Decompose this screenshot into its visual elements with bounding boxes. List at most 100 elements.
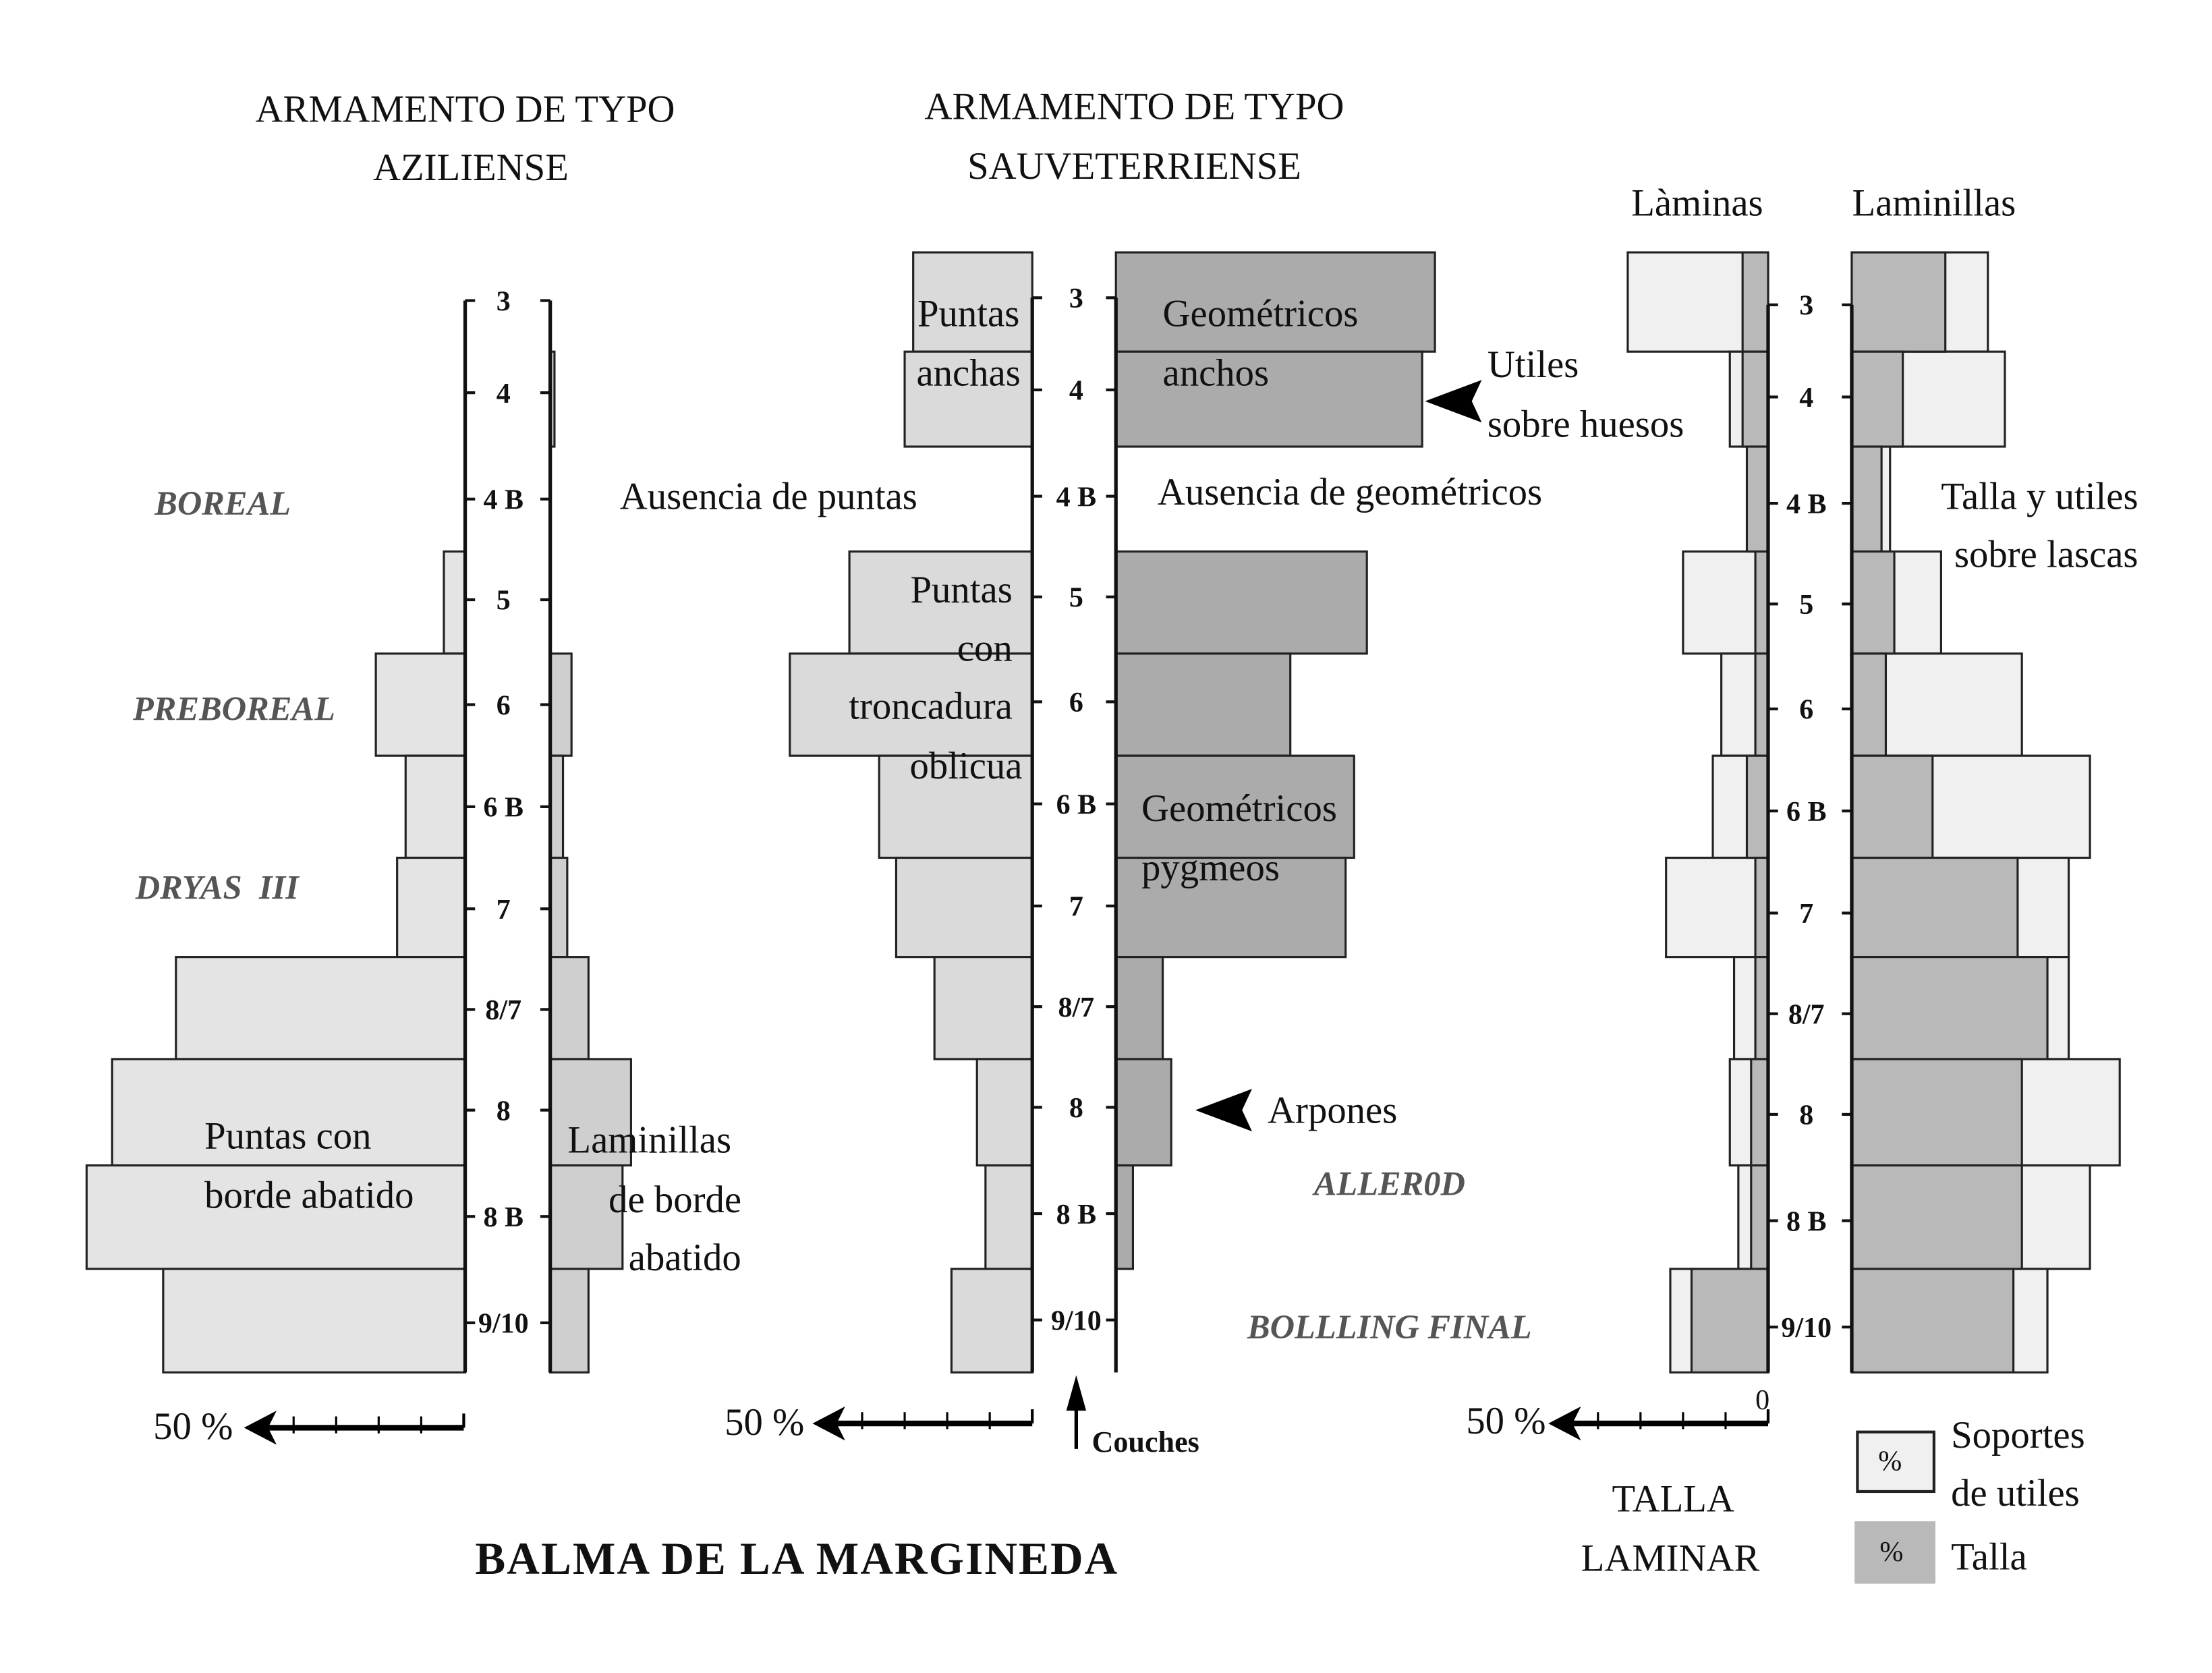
layer-label: 5: [1799, 590, 1813, 621]
couches-arrow-icon: [1066, 1375, 1087, 1411]
layer-label: 3: [497, 286, 511, 317]
layer-label: 4 B: [1786, 489, 1827, 520]
period-allerod: ALLER0D: [1312, 1165, 1465, 1203]
annotation-laminillas-borde-2: de borde: [608, 1179, 741, 1221]
arrow-utiles-icon: [1425, 380, 1482, 423]
talla-laminar-label-2: LAMINAR: [1581, 1537, 1760, 1580]
layer-label: 4: [1069, 376, 1083, 407]
bar-2-1-layer-9: [1750, 1164, 1769, 1270]
annotation-geom-anchos-2: anchos: [1163, 352, 1270, 395]
percent-scale-arrow-icon: [244, 1411, 277, 1445]
legend-symbol-talla: %: [1879, 1537, 1903, 1568]
bar-1-0-layer-4: [789, 652, 1033, 757]
bar-0-0-layer-8: [111, 1058, 467, 1167]
arrow-arpones-icon: [1195, 1089, 1252, 1132]
legend: % Soportes de utiles % Talla: [1854, 1414, 2085, 1584]
layer-label: 3: [1069, 283, 1083, 314]
bar-1-0-layer-9: [984, 1164, 1033, 1270]
period-preboreal: PREBOREAL: [132, 690, 335, 728]
annotation-puntas-anchas-2: anchas: [916, 352, 1020, 395]
layer-label: 4: [1799, 382, 1813, 414]
bar-0-1-layer-8: [549, 1058, 633, 1167]
subtitle-laminillas: Laminillas: [1852, 181, 2016, 224]
layer-label: 9/10: [1781, 1313, 1832, 1344]
layer-label: 3: [1799, 291, 1813, 322]
annotation-puntas-borde-1: Puntas con: [204, 1114, 371, 1157]
legend-label-soportes-1: Soportes: [1951, 1414, 2085, 1456]
layer-label: 8: [1069, 1093, 1083, 1124]
bar-0-0-layer-6: [396, 856, 467, 959]
bar-0-1-layer-4: [549, 652, 573, 757]
bar-2-1-layer-5: [1745, 754, 1769, 859]
annotation-utiles-huesos-1: Utiles: [1487, 343, 1579, 386]
layer-label: 8/7: [1058, 992, 1095, 1023]
bar-1-1-layer-9: [1114, 1164, 1135, 1270]
period-bolling-final: BOLLLING FINAL: [1247, 1308, 1532, 1346]
annotation-geom-pygmeos-2: pygmeos: [1141, 847, 1280, 889]
bar-2-3-layer-5: [1850, 754, 1934, 859]
annotation-laminillas-borde-1: Laminillas: [567, 1119, 731, 1162]
bar-2-3-layer-4: [1850, 652, 1888, 757]
bar-2-0-layer-6: [1665, 856, 1769, 959]
bar-2-1-layer-2: [1745, 445, 1769, 553]
bar-2-1-layer-1: [1741, 350, 1769, 448]
legend-label-soportes-2: de utiles: [1951, 1472, 2080, 1514]
annotation-utiles-huesos-2: sobre huesos: [1487, 403, 1684, 445]
annotation-ausencia-puntas: Ausencia de puntas: [620, 476, 917, 518]
layer-label: 8/7: [485, 995, 521, 1026]
bar-2-1-layer-4: [1754, 652, 1769, 757]
bar-1-0-layer-1: [903, 350, 1033, 448]
annotation-arpones: Arpones: [1268, 1089, 1397, 1132]
bar-2-3-layer-9: [1850, 1164, 2023, 1270]
bar-2-1-layer-0: [1741, 251, 1769, 353]
bar-2-3-layer-3: [1850, 550, 1896, 655]
layer-label: 8/7: [1788, 999, 1825, 1030]
bar-2-3-layer-7: [1850, 956, 2049, 1060]
layer-label: 7: [1069, 892, 1083, 923]
bar-2-1-layer-10: [1690, 1268, 1769, 1374]
annotation-puntas-anchas-1: Puntas: [917, 292, 1019, 335]
bar-1-0-layer-5: [878, 754, 1033, 859]
layer-label: 8 B: [484, 1202, 524, 1233]
chart-title: BALMA DE LA MARGINEDA: [475, 1533, 1118, 1584]
bar-0-0-layer-10: [162, 1268, 467, 1374]
layer-label: 5: [497, 586, 511, 617]
legend-swatch-soportes: [1856, 1430, 1935, 1494]
bar-0-1-layer-5: [549, 754, 565, 859]
legend-swatch-talla: [1854, 1521, 1935, 1584]
legend-symbol-soportes: %: [1878, 1446, 1902, 1477]
layer-label: 6 B: [1056, 789, 1097, 820]
annotation-geom-anchos-1: Geométricos: [1163, 292, 1359, 335]
subtitle-laminas: Làminas: [1631, 181, 1763, 224]
layer-label: 8: [1799, 1100, 1813, 1131]
bar-2-1-layer-6: [1754, 856, 1769, 959]
layer-label: 6: [1799, 695, 1813, 726]
bar-2-3-layer-0: [1850, 251, 1947, 353]
annotation-laminillas-borde-3: abatido: [629, 1237, 741, 1279]
period-boreal: BOREAL: [154, 484, 291, 522]
bar-0-0-layer-5: [404, 754, 467, 859]
annotation-puntas-troncadura-2: con: [957, 627, 1013, 669]
annotation-puntas-borde-2: borde abatido: [204, 1174, 414, 1217]
bar-1-0-layer-8: [975, 1058, 1033, 1167]
layer-label: 5: [1069, 583, 1083, 614]
bar-0-1-layer-10: [549, 1268, 590, 1374]
panel-title-azilian-1: ARMAMENTO DE TYPO: [256, 88, 675, 131]
layer-label: 9/10: [478, 1309, 529, 1340]
bar-2-3-layer-1: [1850, 350, 1904, 448]
bar-1-1-layer-3: [1114, 550, 1368, 655]
bar-2-1-layer-8: [1750, 1058, 1769, 1167]
bar-0-0-layer-7: [175, 956, 467, 1060]
bar-2-1-layer-7: [1754, 956, 1769, 1060]
bar-2-3-layer-2: [1850, 445, 1883, 553]
bar-0-1-layer-9: [549, 1164, 624, 1270]
annotation-talla-lascas-2: sobre lascas: [1954, 534, 2138, 576]
bar-2-3-layer-6: [1850, 856, 2019, 959]
bar-0-0-layer-3: [443, 550, 467, 655]
bar-1-0-layer-10: [950, 1268, 1033, 1374]
annotation-puntas-troncadura-4: oblicua: [910, 745, 1023, 787]
annotation-talla-lascas-1: Talla y utiles: [1941, 476, 2138, 518]
bar-1-1-layer-7: [1114, 956, 1164, 1060]
layer-label: 6 B: [484, 793, 524, 824]
